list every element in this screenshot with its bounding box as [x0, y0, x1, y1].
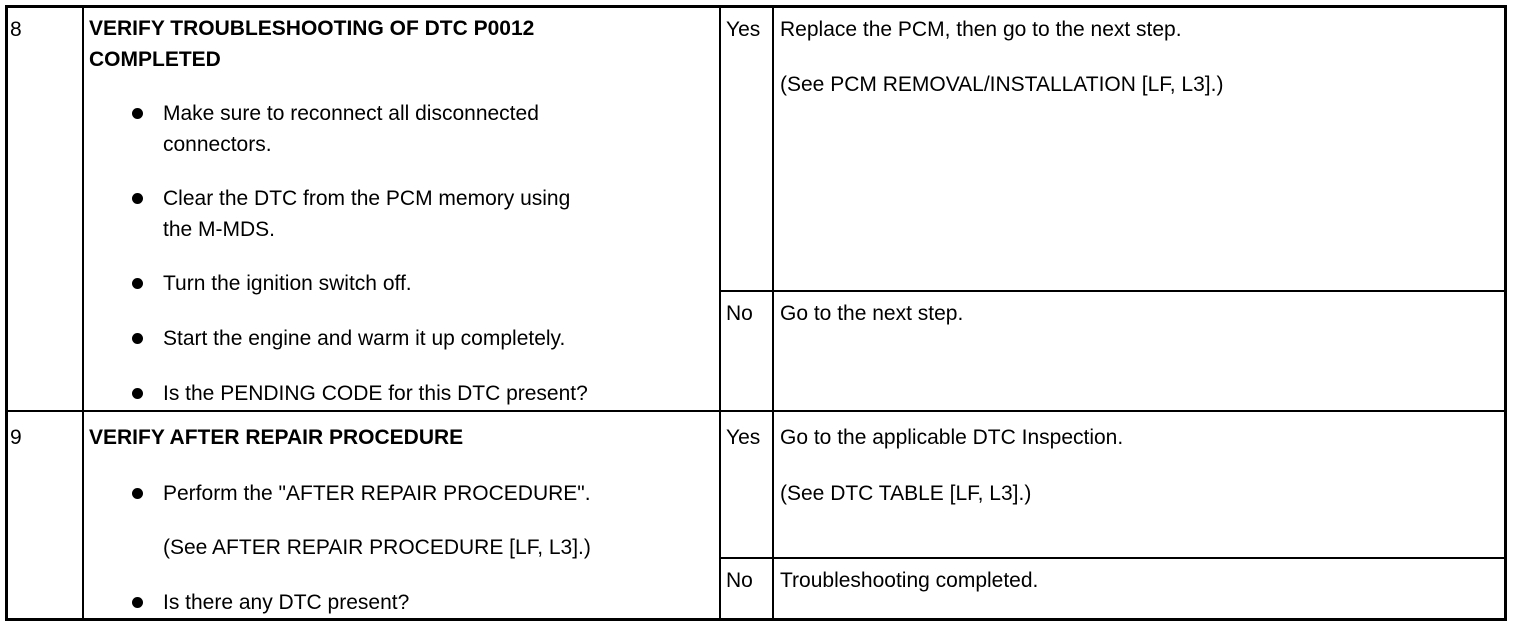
step-title-line1: VERIFY AFTER REPAIR PROCEDURE	[89, 426, 464, 449]
step-title: VERIFY AFTER REPAIR PROCEDURE	[89, 422, 463, 453]
no-action: Troubleshooting completed.	[780, 569, 1039, 592]
yes-action: Go to the applicable DTC Inspection.	[780, 426, 1124, 449]
list-item-reference: (See AFTER REPAIR PROCEDURE [LF, L3].)	[163, 536, 591, 559]
bullet-icon	[132, 388, 143, 399]
list-item-text: Clear the DTC from the PCM memory using	[163, 187, 571, 210]
yes-no-divider-row9	[720, 557, 1507, 559]
list-item-text-cont: the M-MDS.	[163, 218, 276, 241]
column-divider-action	[719, 5, 721, 621]
step-title: VERIFY TROUBLESHOOTING OF DTC P0012 COMP…	[89, 13, 534, 75]
list-item-text: Turn the ignition switch off.	[163, 272, 412, 295]
troubleshooting-table	[5, 5, 1507, 621]
step-number: 8	[10, 18, 22, 41]
yes-no-divider-row8	[720, 290, 1507, 292]
bullet-icon	[132, 597, 143, 608]
step-title-line1: VERIFY TROUBLESHOOTING OF DTC P0012	[89, 17, 535, 40]
no-action: Go to the next step.	[780, 302, 964, 325]
no-label: No	[726, 302, 753, 325]
row-divider	[5, 410, 1507, 412]
yes-reference: (See DTC TABLE [LF, L3].)	[780, 482, 1032, 505]
yes-label: Yes	[726, 18, 761, 41]
step-title-line2: COMPLETED	[89, 48, 221, 71]
list-item-text: Is there any DTC present?	[163, 591, 410, 614]
column-divider-result	[772, 5, 774, 621]
bullet-icon	[132, 193, 143, 204]
list-item-text: Make sure to reconnect all disconnected	[163, 102, 539, 125]
bullet-icon	[132, 108, 143, 119]
list-item-text: Start the engine and warm it up complete…	[163, 327, 566, 350]
bullet-icon	[132, 278, 143, 289]
yes-label: Yes	[726, 426, 761, 449]
column-divider-step	[82, 5, 84, 621]
step-number: 9	[10, 426, 22, 449]
yes-reference: (See PCM REMOVAL/INSTALLATION [LF, L3].)	[780, 73, 1224, 96]
list-item-text-cont: connectors.	[163, 133, 272, 156]
bullet-icon	[132, 488, 143, 499]
bullet-icon	[132, 333, 143, 344]
no-label: No	[726, 569, 753, 592]
list-item-text: Is the PENDING CODE for this DTC present…	[163, 382, 588, 405]
list-item-text: Perform the "AFTER REPAIR PROCEDURE".	[163, 482, 591, 505]
yes-action: Replace the PCM, then go to the next ste…	[780, 18, 1182, 41]
